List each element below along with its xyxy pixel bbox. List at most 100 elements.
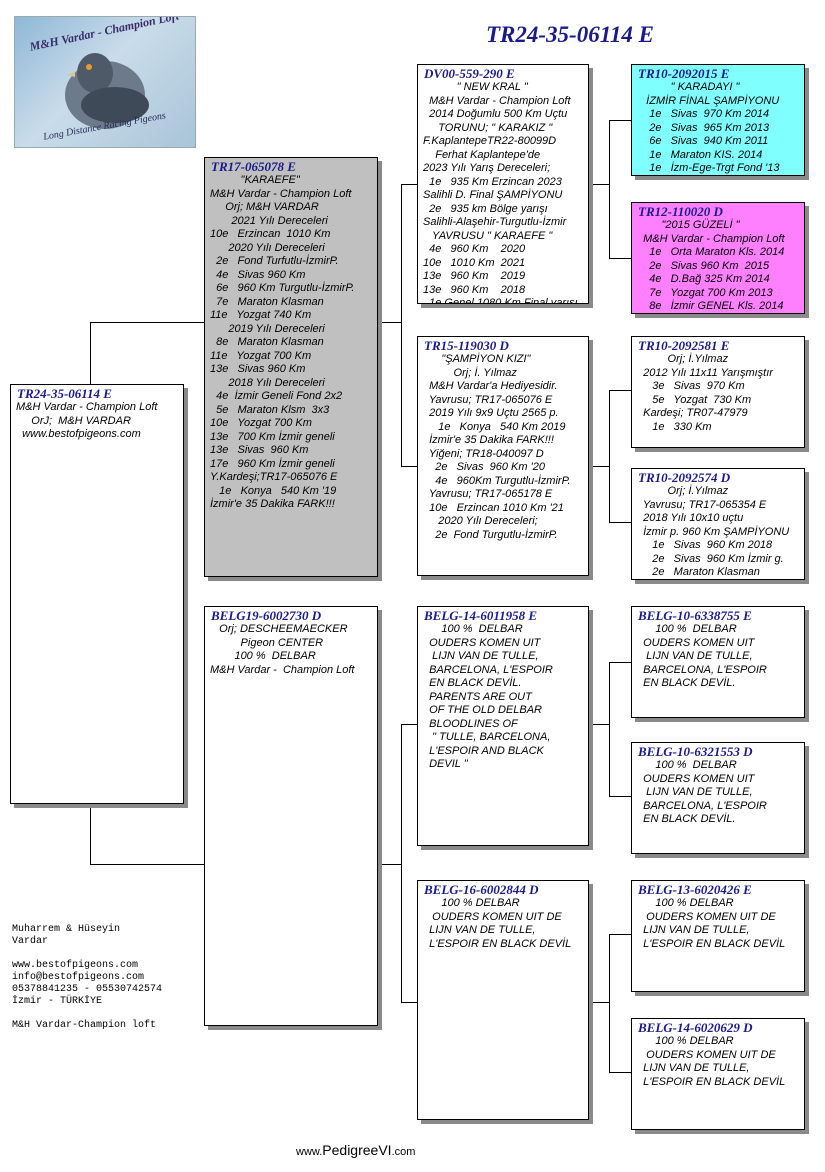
pv-brand: PedigreeVI: [322, 1142, 392, 1158]
pigeon-info-line: 100 % DELBAR: [637, 1035, 734, 1047]
pigeon-ring-number: BELG-13-6020426 E: [638, 882, 752, 897]
pigeon-info-line: 2e 935 km Bölge yarışı: [423, 202, 548, 215]
sdd-box: TR10-2092574 D Orj; İ.Yılmaz Yavrusu; TR…: [631, 468, 805, 580]
pigeon-info-line: 2019 Yılı Dereceleri: [210, 322, 325, 335]
pigeon-info-line: 2023 Yılı Yarış Dereceleri;: [423, 162, 551, 174]
pigeon-info-line: 13e 960 Km 2018: [423, 283, 526, 296]
pigeon-info-line: Orj; İ.Yılmaz: [637, 485, 729, 497]
pigeon-info-line: OUDERS KOMEN UIT: [637, 772, 755, 785]
ssd-box: TR12-110020 D "2015 GÜZELİ " M&H Vardar …: [631, 202, 805, 314]
pigeon-info-line: Salihli-Alaşehir-Turgutlu-İzmir: [423, 216, 567, 228]
pigeon-info-line: Salihli D. Final ŞAMPİYONU: [423, 189, 563, 201]
pigeon-info-line: LIJN VAN DE TULLE,: [637, 650, 753, 662]
pigeon-info-line: 7e Yozgat 700 Km 2013: [637, 286, 773, 299]
pigeon-ring-number: TR15-119030 D: [424, 338, 509, 353]
sire-box: TR17-065078 E "KARAEFE"M&H Vardar - Cham…: [204, 157, 378, 577]
pigeon-info-line: 2e Fond Turfutlu-İzmirP.: [210, 255, 339, 267]
pigeon-info-line: 4e İzmir Geneli Fond 2x2: [210, 390, 343, 402]
pigeon-info-line: DEVIL ": [423, 758, 468, 770]
pigeon-info-line: EN BLACK DEVİL.: [637, 813, 736, 825]
pigeon-info-line: 1e Genel 1080 Km Final yarışı: [423, 297, 578, 304]
pigeon-info-line: 3e Sivas 970 Km: [637, 380, 745, 392]
pigeon-info-line: BARCELONA, L'ESPOIR: [637, 799, 767, 812]
pigeon-info-line: LIJN VAN DE TULLE,: [423, 924, 536, 936]
pigeon-info-line: Pigeon CENTER: [210, 636, 324, 649]
pigeon-info-line: BLOODLINES OF: [423, 717, 518, 730]
pigeon-info-line: 1e Konya 540 Km '19: [210, 484, 337, 497]
sire-dam-box: TR15-119030 D "ŞAMPİYON KIZI" Orj; İ. Yı…: [417, 336, 589, 576]
pigeon-info-line: 4e D.Bağ 325 Km 2014: [637, 273, 770, 285]
pv-prefix: www.: [296, 1146, 323, 1158]
pigeon-info-line: "ŞAMPİYON KIZI": [423, 353, 531, 365]
footer-line: İzmir - TÜRKİYE: [12, 996, 103, 1007]
pigeon-ring-number: TR17-065078 E: [211, 159, 296, 174]
pigeon-ring-number: TR10-2092581 E: [638, 338, 730, 353]
pigeon-info-line: Yavrusu; TR17-065354 E: [637, 498, 767, 511]
pigeon-info-line: " NEW KRAL ": [423, 81, 528, 93]
pigeon-info-line: 100 % DELBAR: [637, 623, 737, 635]
pigeon-info-line: OUDERS KOMEN UIT: [423, 636, 541, 649]
pigeon-info-line: 6e 960 Km Turgutlu-İzmirP.: [210, 282, 355, 294]
pigeon-info-line: LIJN VAN DE TULLE,: [637, 786, 753, 798]
pigeon-ring-number: BELG19-6002730 D: [211, 608, 322, 623]
pigeon-info-line: L'ESPOIR EN BLACK DEVİL: [637, 1075, 786, 1088]
pigeon-info-line: İzmir'e 35 Dakika FARK!!!: [210, 498, 335, 510]
pigeon-ring-number: BELG-10-6321553 D: [638, 744, 753, 759]
pigeon-info-line: 10e 1010 Km 2021: [423, 256, 526, 269]
pigeon-info-line: 6e Sivas 940 Km 2011: [637, 135, 769, 147]
pigeon-icon: M&H Vardar - Champion Loft Long Distance…: [27, 17, 180, 143]
dam-sire-box: BELG-14-6011958 E 100 % DELBAR OUDERS KO…: [417, 606, 589, 846]
pigeon-info-line: Orj; DESCHEEMAECKER: [210, 623, 348, 635]
pigeon-info-line: 11e Yozgat 740 Km: [210, 309, 312, 321]
footer-line: Vardar: [12, 936, 49, 947]
pigeon-info-line: OUDERS KOMEN UIT DE: [637, 910, 776, 923]
pigeon-info-line: 1e 330 Km: [637, 420, 712, 433]
pigeon-info-line: " KARADAYI ": [637, 81, 740, 93]
pigeon-info-line: YAVRUSU " KARAEFE ": [423, 229, 553, 242]
sire-sire-box: DV00-559-290 E " NEW KRAL " M&H Vardar -…: [417, 64, 589, 304]
pigeon-info-line: www.bestofpigeons.com: [16, 428, 141, 440]
pigeon-info-line: 5e Maraton Klsm 3x3: [210, 403, 330, 416]
pigeon-info-line: 8e İzmir GENEL Kls. 2014: [637, 300, 784, 312]
pigeon-info-line: 1e Orta Maraton Kls. 2014: [637, 246, 785, 258]
pigeon-info-line: LIJN VAN DE TULLE,: [637, 924, 750, 936]
pigeon-info-line: 17e 960 Km İzmir geneli: [210, 457, 335, 470]
pigeon-ring-number: TR12-110020 D: [638, 204, 723, 219]
pigeon-info-line: Yavrusu; TR17-065178 E: [423, 488, 553, 500]
pigeon-info-line: Yiğeni; TR18-040097 D: [423, 447, 544, 460]
pigeon-ring-number: TR10-2092015 E: [638, 66, 730, 81]
pigeon-info-line: M&H Vardar'a Hediyesidir.: [423, 380, 558, 392]
pigeon-info-line: 13e Sivas 960 Km: [210, 444, 309, 456]
pigeon-info-line: 2019 Yılı 9x9 Uçtu 2565 p.: [423, 407, 559, 419]
pigeon-ring-number: BELG-10-6338755 E: [638, 608, 752, 623]
pigeon-info-line: 10e Erzincan 1010 Km '21: [423, 501, 564, 514]
pigeon-info-line: EN BLACK DEVİL.: [637, 677, 736, 689]
pigeon-info-line: 11e Yozgat 700 Km: [210, 349, 312, 362]
pigeon-info-line: 100 % DELBAR: [210, 650, 316, 662]
pigeon-info-line: Orj; İ. Yılmaz: [423, 366, 517, 379]
pigeon-info-line: M&H Vardar - Champion Loft: [637, 232, 785, 245]
pigeon-info-line: Orj; M&H VARDAR: [210, 201, 319, 213]
pigeon-info-line: 5e Yozgat 730 Km: [637, 393, 752, 406]
pigeon-info-line: 7e Maraton Klasman: [210, 295, 324, 308]
pigeon-info-line: BARCELONA, L'ESPOIR: [637, 663, 767, 676]
pigeon-info-line: Orj; İ.Yılmaz: [637, 353, 729, 365]
pigeon-info-line: 2e Maraton Klasman: [637, 566, 760, 578]
pigeon-info-line: 2e Sivas 960 Km 2015: [637, 259, 770, 272]
pigeon-info-line: OrJ; M&H VARDAR: [16, 414, 131, 427]
pigeon-info-line: 2e Sivas 965 Km 2013: [637, 121, 770, 134]
pigeon-info-line: "2015 GÜZELİ ": [637, 219, 740, 231]
pigeon-info-line: OUDERS KOMEN UIT DE: [637, 1048, 776, 1061]
pigeon-info-line: 10e Yozgat 700 Km: [210, 417, 312, 429]
pigeon-info-line: 2020 Yılı Dereceleri: [210, 241, 325, 254]
pigeon-info-line: BARCELONA, L'ESPOIR: [423, 663, 553, 676]
pigeon-info-line: Ferhat Kaplantepe'de: [423, 148, 541, 161]
pigeon-info-line: 100 % DELBAR: [423, 623, 523, 635]
pedigreevi-logo: www.PedigreeVI.com: [296, 1142, 415, 1158]
pigeon-info-line: 100 % DELBAR: [423, 897, 520, 909]
pigeon-info-line: 1e 935 Km Erzincan 2023: [423, 175, 562, 188]
pigeon-ring-number: TR24-35-06114 E: [17, 386, 112, 401]
pigeon-info-line: 10e Erzincan 1010 Km: [210, 228, 331, 240]
